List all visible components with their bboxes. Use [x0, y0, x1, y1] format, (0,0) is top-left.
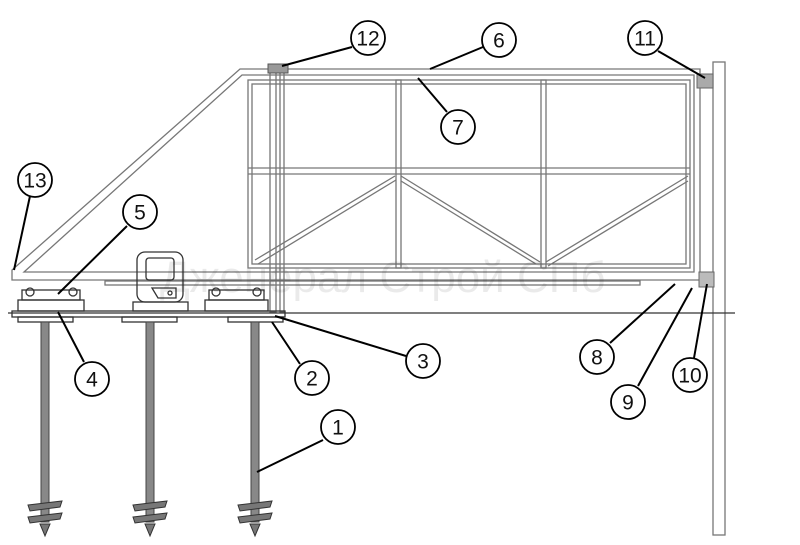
svg-text:6: 6 — [493, 30, 505, 53]
gate-drive-motor — [132, 251, 189, 312]
callout-7: 7 — [440, 109, 476, 145]
svg-text:3: 3 — [417, 351, 429, 374]
svg-text:1: 1 — [332, 417, 344, 440]
callout-2: 2 — [294, 360, 330, 396]
callout-3: 3 — [405, 343, 441, 379]
svg-text:5: 5 — [134, 202, 146, 225]
roller-carriages — [17, 287, 269, 312]
callouts: 1 2 3 4 5 6 7 8 9 10 11 12 13 — [17, 20, 708, 445]
svg-text:13: 13 — [23, 170, 46, 193]
svg-text:2: 2 — [306, 368, 318, 391]
svg-text:11: 11 — [634, 28, 656, 51]
screw-flights — [27, 500, 273, 538]
callout-8: 8 — [579, 339, 615, 375]
gate-post — [267, 61, 726, 536]
callout-9: 9 — [610, 384, 646, 420]
callout-1: 1 — [320, 409, 356, 445]
callout-5: 5 — [122, 194, 158, 230]
upper-guide-bracket — [267, 63, 289, 74]
svg-text:8: 8 — [591, 347, 603, 370]
callout-11: 11 — [627, 20, 663, 56]
svg-text:9: 9 — [622, 392, 634, 415]
callout-10: 10 — [672, 357, 708, 393]
svg-text:7: 7 — [452, 117, 464, 140]
callout-4: 4 — [74, 361, 110, 397]
upper-roller-catcher — [696, 73, 714, 89]
callout-6: 6 — [481, 22, 517, 58]
leader-lines — [13, 46, 708, 473]
svg-text:10: 10 — [678, 365, 701, 388]
svg-text:12: 12 — [356, 28, 379, 51]
callout-13: 13 — [17, 162, 53, 198]
callout-12: 12 — [350, 20, 386, 56]
gate-frame — [11, 67, 701, 313]
foundation — [11, 310, 286, 538]
svg-text:4: 4 — [86, 369, 98, 392]
watermark: Дженерал Строй СПб — [160, 253, 606, 302]
